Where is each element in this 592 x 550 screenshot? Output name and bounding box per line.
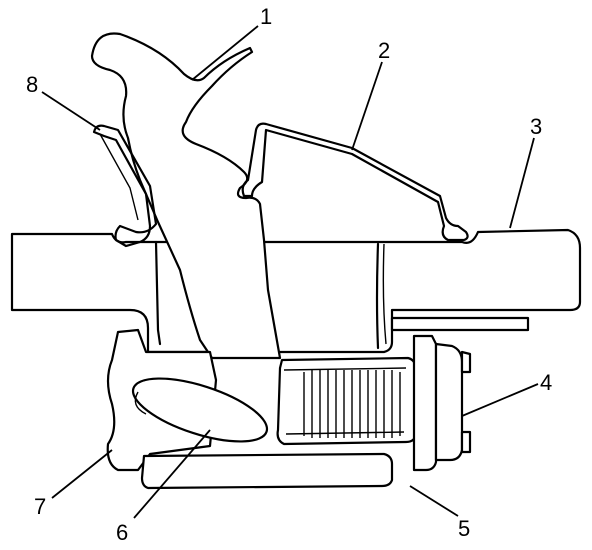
callout-8: 8 bbox=[26, 72, 38, 97]
housing-body bbox=[10, 228, 582, 354]
callout-5: 5 bbox=[458, 516, 470, 541]
leader-5 bbox=[409, 485, 459, 517]
leader-8 bbox=[41, 91, 101, 131]
lever bbox=[90, 32, 282, 360]
leader-2 bbox=[351, 61, 383, 151]
latch-clip bbox=[92, 124, 158, 248]
callout-4: 4 bbox=[540, 370, 552, 395]
housing-inner-left-wall bbox=[154, 240, 162, 346]
leader-6 bbox=[133, 429, 211, 519]
callout-2: 2 bbox=[378, 38, 390, 63]
leader-1 bbox=[191, 25, 259, 81]
adjuster-nub-top bbox=[460, 350, 472, 374]
base-plate bbox=[140, 452, 394, 490]
callout-7: 7 bbox=[34, 494, 46, 519]
housing-inner-right-wall-2 bbox=[382, 243, 387, 345]
callout-6: 6 bbox=[116, 520, 128, 545]
roller-pin-end bbox=[134, 391, 147, 415]
leader-3 bbox=[509, 137, 535, 229]
coil-spring-body bbox=[276, 356, 418, 446]
adjuster-nub-bottom bbox=[460, 430, 472, 454]
adjuster-flange bbox=[412, 334, 438, 472]
coil-spring-bottom-edge bbox=[285, 431, 405, 435]
leader-7 bbox=[51, 449, 113, 499]
latch-clip-inner bbox=[99, 133, 139, 221]
adjuster-cap bbox=[434, 342, 464, 462]
housing-shelf bbox=[390, 316, 530, 332]
retaining-spring bbox=[241, 122, 469, 242]
leader-4 bbox=[461, 383, 539, 417]
coil-spring-top-edge bbox=[283, 367, 407, 371]
roller-pin bbox=[131, 377, 269, 443]
housing-inner-right-wall bbox=[375, 242, 380, 350]
coil-spring-windings bbox=[303, 370, 401, 438]
callout-3: 3 bbox=[530, 114, 542, 139]
callout-1: 1 bbox=[260, 4, 272, 29]
